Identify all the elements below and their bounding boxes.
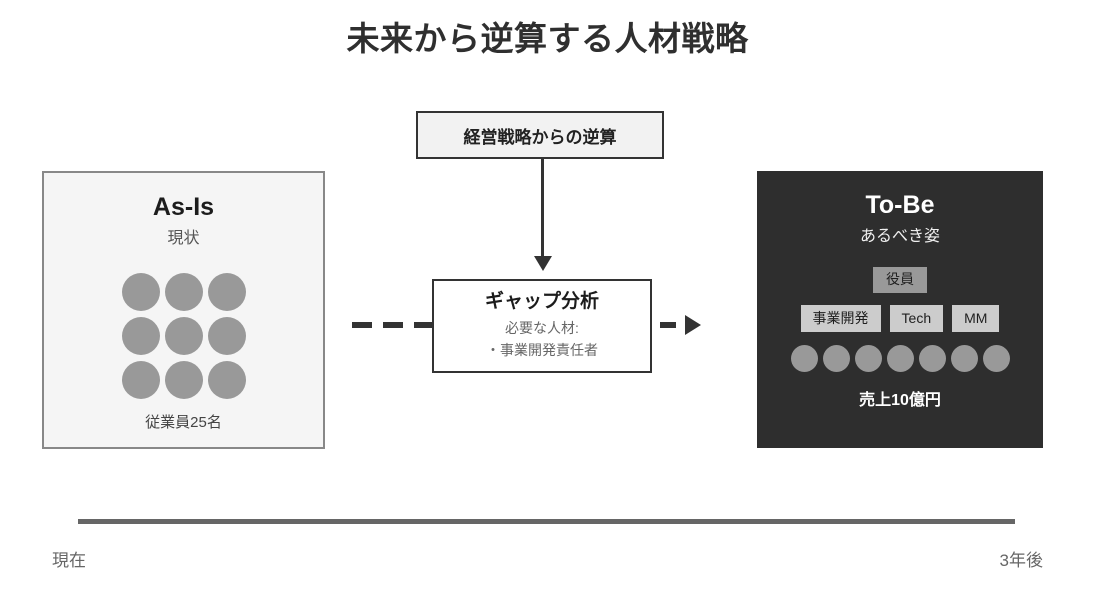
dashed-connector-left [352,322,434,328]
gap-analysis-line-2: ・事業開発責任者 [486,341,598,358]
timeline-bar [78,519,1015,524]
employee-dot [207,361,246,399]
to-be-caption: 売上10億円 [859,392,941,409]
executive-badge: 役員 [873,267,927,293]
timeline-end-label: 3年後 [999,551,1043,570]
employee-dot [854,345,882,372]
dash-segment [660,322,676,328]
employee-dot [164,361,203,399]
strategy-backcast-box: 経営戦略からの逆算 [416,111,664,159]
employee-dot [918,345,946,372]
employee-dot [164,273,203,311]
strategy-backcast-label: 経営戦略からの逆算 [463,127,617,147]
timeline-start-label: 現在 [52,551,86,570]
role-tag-mm: MM [952,304,1000,332]
to-be-subtitle: あるべき姿 [859,228,940,245]
to-be-panel: To-Be あるべき姿 役員 事業開発 Tech MM 売上10億円 [757,171,1043,448]
role-tag-row: 事業開発 Tech MM [800,304,1000,332]
employee-dot [982,345,1010,372]
as-is-subtitle: 現状 [167,230,200,247]
gap-analysis-box: ギャップ分析 必要な人材: ・事業開発責任者 [432,279,652,373]
employee-dot [822,345,850,372]
dash-segment [352,322,372,328]
gap-analysis-line-1: 必要な人材: [505,320,579,336]
employee-dot [121,361,160,399]
as-is-caption: 従業員25名 [145,414,222,431]
employee-dot [121,317,160,355]
to-be-heading: To-Be [865,191,935,219]
employee-dot [121,273,160,311]
employee-dot [207,273,246,311]
gap-analysis-title: ギャップ分析 [484,291,599,312]
employee-dot [886,345,914,372]
employee-dot [207,317,246,355]
page-title: 未来から逆算する人材戦略 [346,20,749,57]
as-is-employee-dots [104,273,264,399]
right-arrowhead-icon [685,315,701,335]
as-is-heading: As-Is [152,193,215,221]
dash-segment [383,322,403,328]
as-is-panel: As-Is 現状 従業員25名 [42,171,325,449]
employee-dot [164,317,203,355]
employee-dot [950,345,978,372]
to-be-employee-dots [790,345,1010,372]
dash-segment [414,322,434,328]
role-tag-business-development: 事業開発 [800,304,881,332]
role-tag-tech: Tech [889,304,944,332]
down-arrow-icon [541,159,544,257]
dashed-arrow-right [660,315,712,335]
employee-dot [790,345,818,372]
